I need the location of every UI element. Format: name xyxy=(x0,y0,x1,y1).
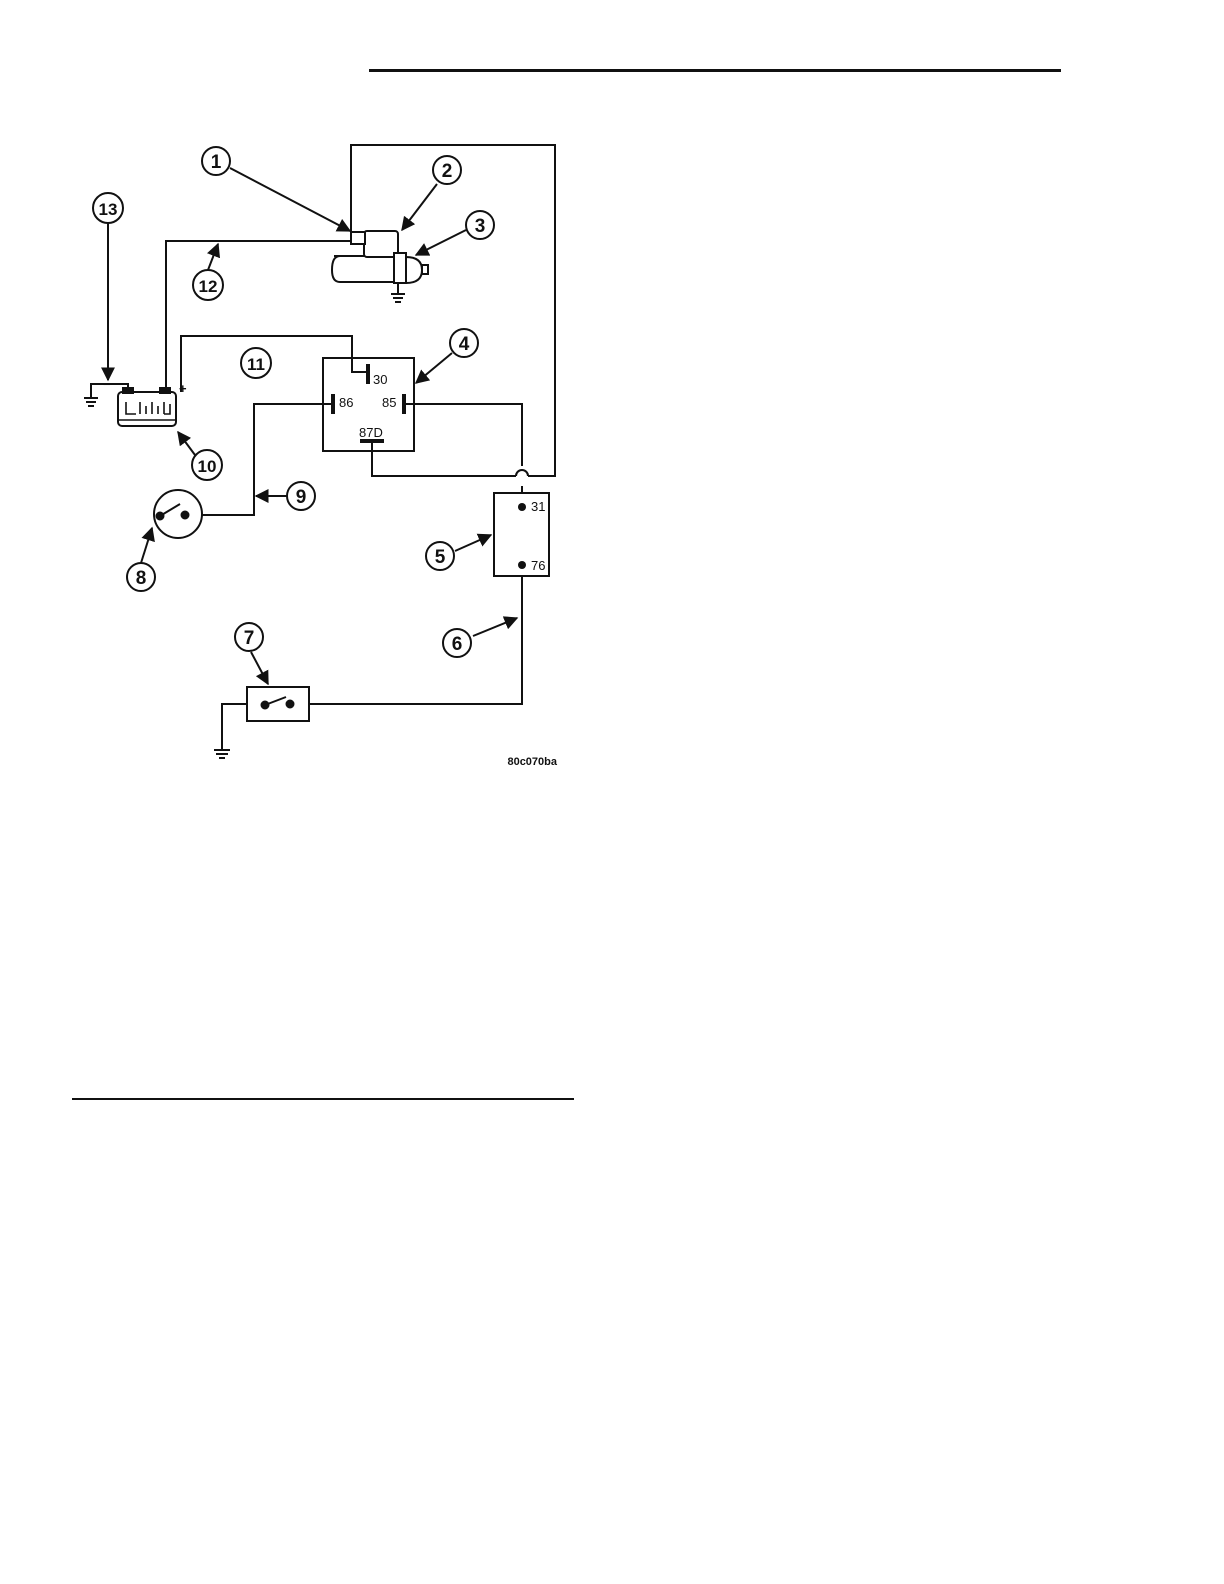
battery-positive-label: + xyxy=(179,381,187,396)
arrow-7 xyxy=(251,652,268,684)
ground-symbol-switch xyxy=(214,750,230,758)
svg-text:8: 8 xyxy=(136,568,147,589)
callout-1: 1 xyxy=(202,147,230,175)
arrow-12 xyxy=(208,244,218,270)
relay-pin-86-label: 86 xyxy=(339,395,353,410)
solenoid-connector xyxy=(351,232,365,244)
callout-10: 10 xyxy=(192,450,222,480)
wire-switch-ground xyxy=(222,704,247,750)
arrow-2 xyxy=(402,184,437,230)
module-pin-31-dot xyxy=(518,503,526,511)
wire-85-module xyxy=(404,404,522,466)
callout-13: 13 xyxy=(93,193,123,223)
ground-switch xyxy=(247,687,309,721)
arrow-6 xyxy=(473,618,517,636)
starter-solenoid xyxy=(364,231,398,257)
module-pin-76-dot xyxy=(518,561,526,569)
figure-id: 80c070ba xyxy=(507,756,557,768)
svg-text:6: 6 xyxy=(452,634,463,655)
arrow-5 xyxy=(455,535,491,551)
svg-text:13: 13 xyxy=(99,200,118,219)
battery-terminal-neg xyxy=(123,388,133,393)
callout-7: 7 xyxy=(235,623,263,651)
callout-2: 2 xyxy=(433,156,461,184)
battery-negative-label: − xyxy=(103,377,111,392)
callout-8: 8 xyxy=(127,563,155,591)
arrow-8 xyxy=(141,528,152,563)
ignition-switch xyxy=(154,490,202,538)
svg-text:11: 11 xyxy=(247,355,265,374)
callout-12: 12 xyxy=(193,270,223,300)
wire-hop xyxy=(516,470,528,476)
drive-tip xyxy=(422,265,428,274)
svg-text:12: 12 xyxy=(199,277,218,296)
ground-symbol-battery xyxy=(84,398,98,406)
svg-text:4: 4 xyxy=(459,334,470,355)
svg-text:10: 10 xyxy=(198,457,217,476)
callout-11: 11 xyxy=(241,348,271,378)
callout-5: 5 xyxy=(426,542,454,570)
wire-battery-relay xyxy=(181,336,368,392)
relay-pin-85-label: 85 xyxy=(382,395,396,410)
starter-motor xyxy=(332,231,428,283)
battery xyxy=(118,388,176,426)
starter-body xyxy=(332,256,394,282)
starter-drive xyxy=(406,257,422,283)
svg-text:9: 9 xyxy=(296,487,307,508)
wire-87d xyxy=(372,441,516,476)
relay-pin-87d-label: 87D xyxy=(359,425,383,440)
callout-9: 9 xyxy=(287,482,315,510)
arrow-10 xyxy=(178,432,195,455)
arrow-4 xyxy=(416,353,452,383)
relay-pin-30-label: 30 xyxy=(373,372,387,387)
callout-6: 6 xyxy=(443,629,471,657)
ground-switch-box xyxy=(247,687,309,721)
callout-4: 4 xyxy=(450,329,478,357)
svg-text:2: 2 xyxy=(442,161,453,182)
arrow-1 xyxy=(230,168,350,231)
arrow-3 xyxy=(416,230,466,255)
wire-module-switch xyxy=(309,576,522,704)
svg-text:1: 1 xyxy=(211,152,222,173)
callout-3: 3 xyxy=(466,211,494,239)
starter-nose xyxy=(394,253,406,283)
module-pin-31-label: 31 xyxy=(531,499,545,514)
battery-terminal-pos xyxy=(160,388,170,393)
module-pin-76-label: 76 xyxy=(531,558,545,573)
svg-text:5: 5 xyxy=(435,547,446,568)
svg-text:3: 3 xyxy=(475,216,486,237)
svg-text:7: 7 xyxy=(244,628,255,649)
